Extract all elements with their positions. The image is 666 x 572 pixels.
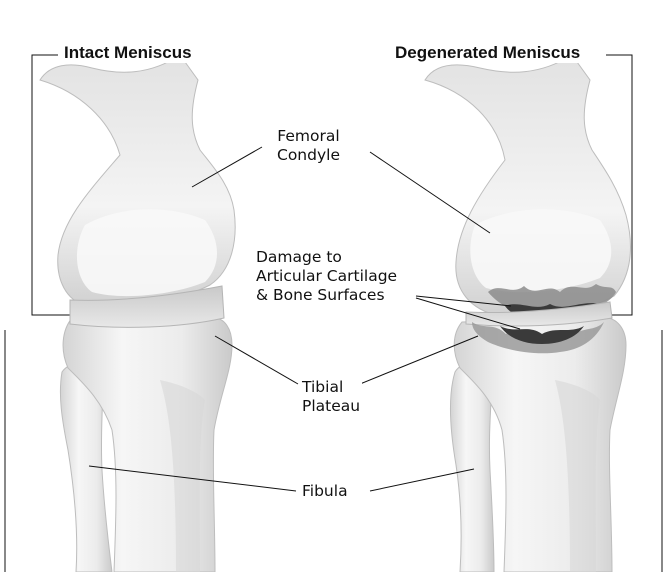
damage-line-1: Damage to xyxy=(256,248,397,267)
femoral-condyle-leader-right xyxy=(370,152,490,233)
right-condyle-highlight xyxy=(470,209,611,292)
fibula-label: Fibula xyxy=(300,482,350,501)
damage-line-2: Articular Cartilage xyxy=(256,267,397,286)
tibial-plateau-line-1: Tibial xyxy=(302,378,360,397)
left-knee xyxy=(40,55,235,572)
femoral-condyle-label: Femoral Condyle xyxy=(275,127,342,165)
right-knee xyxy=(425,55,630,572)
femoral-condyle-line-2: Condyle xyxy=(277,146,340,165)
tibial-plateau-line-2: Plateau xyxy=(302,397,360,416)
intact-meniscus-title: Intact Meniscus xyxy=(61,43,195,63)
left-condyle-highlight xyxy=(77,209,217,296)
damage-line-3: & Bone Surfaces xyxy=(256,286,397,305)
femoral-condyle-line-1: Femoral xyxy=(277,127,340,146)
tibial-plateau-label: Tibial Plateau xyxy=(300,378,362,416)
damage-label: Damage to Articular Cartilage & Bone Sur… xyxy=(254,248,399,305)
degenerated-meniscus-title: Degenerated Meniscus xyxy=(392,43,583,63)
